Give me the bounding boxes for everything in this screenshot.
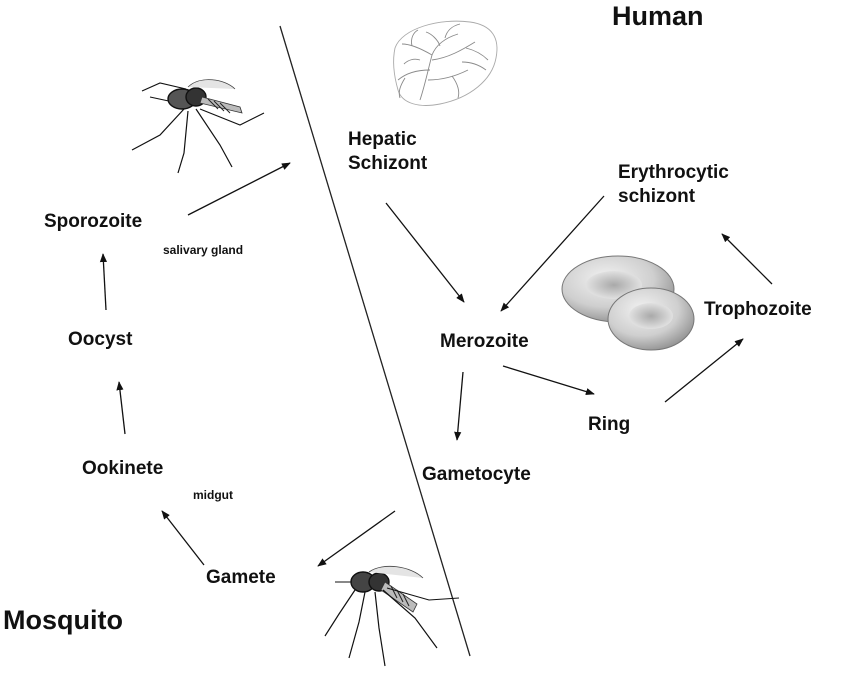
arrow-sporozoite-to-human	[187, 162, 291, 216]
hepatic-schizont-line1: Hepatic	[348, 129, 417, 150]
arrow-trophozoite-to-erythrocytic	[721, 233, 773, 285]
mosquito-icon	[324, 565, 460, 667]
oocyst-label: Oocyst	[68, 329, 133, 350]
red-blood-cell-icon	[561, 255, 695, 351]
arrow-merozoite-to-ring	[502, 365, 595, 396]
trophozoite-label: Trophozoite	[704, 299, 812, 320]
arrow-ookinete-to-oocyst	[116, 381, 126, 435]
erythrocytic-schizont-label: Erythrocytic schizont	[618, 161, 729, 209]
mosquito-icon	[131, 79, 265, 174]
ring-label: Ring	[588, 414, 631, 435]
arrow-gametocyte-to-gamete	[317, 510, 396, 567]
erythrocytic-schizont-line1: Erythrocytic	[618, 162, 729, 183]
hepatic-schizont-label: Hepatic Schizont	[348, 128, 427, 176]
arrow-merozoite-to-gametocyte	[454, 371, 464, 441]
gametocyte-label: Gametocyte	[422, 464, 531, 485]
mosquito-host-label: Mosquito	[3, 605, 123, 635]
ookinete-label: Ookinete	[82, 458, 164, 479]
host-divider-line	[279, 25, 471, 657]
erythrocytic-schizont-line2: schizont	[618, 185, 696, 207]
hepatic-schizont-line2: Schizont	[348, 152, 428, 174]
arrow-erythrocytic-to-merozoite	[500, 195, 605, 312]
arrow-ring-to-trophozoite	[664, 338, 744, 403]
gamete-label: Gamete	[206, 567, 276, 588]
midgut-note: midgut	[193, 488, 233, 502]
arrow-hepatic-to-merozoite	[385, 202, 465, 303]
human-host-label: Human	[612, 1, 704, 31]
salivary-gland-note: salivary gland	[163, 243, 244, 257]
arrows	[99, 162, 773, 567]
liver-icon	[393, 20, 498, 106]
merozoite-label: Merozoite	[440, 331, 529, 352]
arrow-oocyst-to-sporozoite	[99, 253, 108, 311]
sporozoite-label: Sporozoite	[44, 211, 143, 232]
arrow-gamete-to-ookinete	[161, 510, 205, 566]
